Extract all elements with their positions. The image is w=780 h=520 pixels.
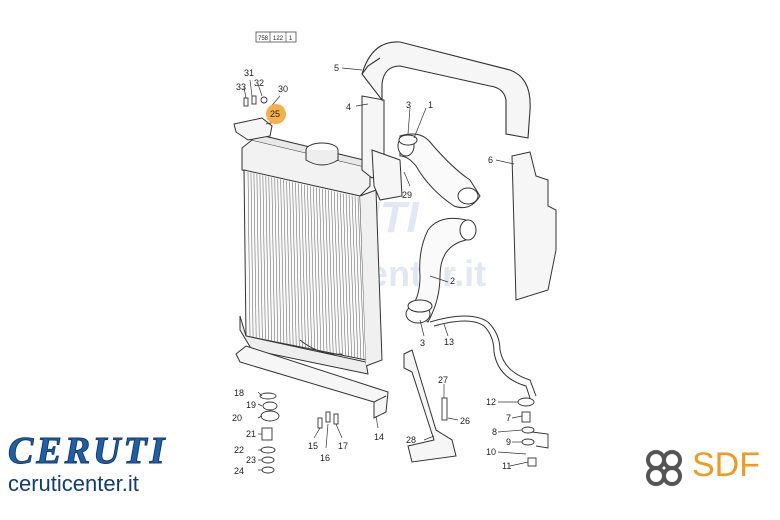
callout-16: 16 (320, 453, 330, 463)
radiator-core-fins (247, 171, 365, 361)
callout-13: 13 (444, 337, 454, 347)
callout-19: 19 (246, 400, 256, 410)
overflow-pipe (429, 315, 537, 399)
callout-4: 4 (346, 102, 351, 112)
drawing-ref-right: 1 (289, 36, 293, 42)
callout-21: 21 (246, 429, 256, 439)
side-shield (511, 151, 557, 301)
ceruti-logo-site: ceruticenter.it (8, 471, 139, 496)
drawing-ref-left: 758 (258, 36, 269, 42)
callout-17: 17 (338, 441, 348, 451)
callout-24: 24 (234, 466, 244, 476)
sdf-logo-icon (646, 450, 682, 486)
radiator (239, 133, 383, 375)
callout-23: 23 (246, 455, 256, 465)
ceruti-logo-name: CERUTI (8, 430, 168, 472)
drawing-ref-mid: 122 (273, 36, 284, 42)
hardware (243, 95, 549, 474)
callout-12: 12 (486, 397, 496, 407)
callout-20: 20 (232, 413, 242, 423)
callout-27: 27 (438, 375, 448, 385)
callout-33: 33 (236, 82, 246, 92)
callout-3-upper: 3 (406, 100, 411, 110)
mount-bracket (403, 349, 457, 463)
callout-25: 25 (270, 109, 280, 119)
callout-14: 14 (374, 432, 384, 442)
drawing-reference: 758 122 1 (255, 31, 297, 43)
callout-8: 8 (492, 427, 497, 437)
lower-support (235, 345, 389, 419)
sdf-logo-name: SDF (692, 446, 760, 484)
callout-28: 28 (406, 435, 416, 445)
callout-1: 1 (428, 100, 433, 110)
callout-2: 2 (450, 276, 455, 286)
hose-clamp (398, 134, 433, 313)
callout-31: 31 (244, 68, 254, 78)
callout-22: 22 (234, 445, 244, 455)
callout-26: 26 (460, 416, 470, 426)
callout-11: 11 (502, 461, 511, 471)
callout-15: 15 (308, 441, 318, 451)
top-bracket (233, 117, 273, 141)
callouts: 1 2 3 3 4 5 6 7 8 9 10 11 12 13 14 15 16… (232, 63, 511, 476)
sdf-logo: SDF (640, 444, 775, 492)
callout-18: 18 (234, 388, 244, 398)
callout-30: 30 (278, 84, 288, 94)
callout-3-lower: 3 (420, 338, 425, 348)
air-baffle (361, 95, 403, 201)
callout-5: 5 (334, 63, 339, 73)
callout-9: 9 (506, 437, 511, 447)
callout-10: 10 (486, 447, 496, 457)
upper-hose (397, 133, 481, 209)
leader-lines (243, 67, 529, 471)
callout-6: 6 (488, 155, 493, 165)
callout-29: 29 (402, 190, 412, 200)
highlight-callout-25 (266, 104, 286, 124)
callout-7: 7 (506, 413, 511, 423)
ceruti-logo: CERUTI ceruticenter.it (8, 432, 238, 498)
support-bracket (361, 41, 531, 139)
callout-32: 32 (254, 78, 264, 88)
